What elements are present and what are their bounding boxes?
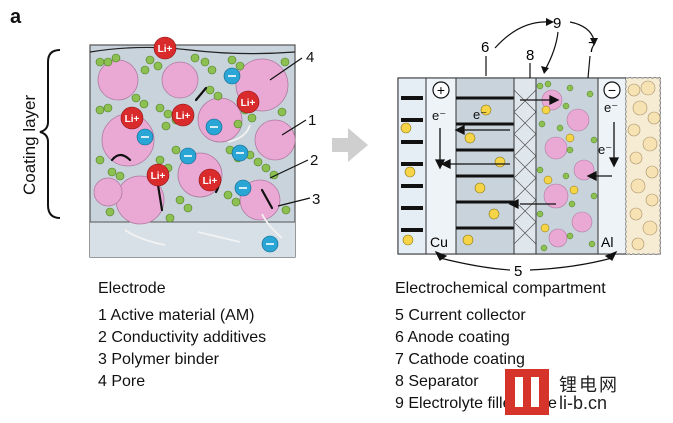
electrode-legend: 1 Active material (AM) 2 Conductivity ad… — [98, 305, 266, 393]
coating-brace — [39, 49, 61, 219]
legend-item: 1 Active material (AM) — [98, 307, 255, 324]
lithium-ions — [120, 36, 260, 192]
electrochemical-cell: + − e⁻ e⁻ e⁻ e⁻ Cu Al — [397, 15, 661, 280]
li-ion-label: Li+ — [151, 171, 166, 182]
callout-4: 4 — [306, 49, 314, 66]
panel-label: a — [10, 6, 22, 28]
watermark-url: li-b.cn — [559, 393, 608, 413]
cu-label: Cu — [430, 234, 448, 250]
separator — [513, 77, 537, 255]
watermark-logo-icon — [505, 369, 549, 415]
legend-item: 3 Polymer binder — [98, 351, 219, 368]
polymer-binder — [110, 86, 274, 212]
battery-schematic: Li+ Li+ Li+ Li+ Li+ Li+ 4 1 2 3 — [39, 15, 661, 280]
callout-7: 7 — [588, 39, 596, 56]
legend-item: 7 Cathode coating — [395, 351, 525, 368]
callout-8: 8 — [526, 47, 534, 64]
li-ion-label: Li+ — [176, 111, 191, 122]
conductivity-additives — [95, 53, 291, 223]
electron-label: e⁻ — [432, 108, 446, 123]
watermark: 锂电网 li-b.cn — [505, 369, 665, 417]
electrode-box: Li+ Li+ Li+ Li+ Li+ Li+ — [89, 36, 296, 258]
active-material-particles — [93, 58, 296, 225]
minus-sign: − — [608, 82, 616, 98]
li-ion-label: Li+ — [158, 44, 173, 55]
electrons — [136, 67, 279, 253]
transition-arrow — [332, 128, 368, 162]
li-ion-label: Li+ — [125, 114, 140, 125]
li-ion-label: Li+ — [203, 176, 218, 187]
callout-6: 6 — [481, 39, 489, 56]
callout-9: 9 — [553, 15, 561, 32]
electrode-title: Electrode — [98, 280, 166, 297]
electron-label: e⁻ — [598, 142, 612, 157]
electron-label: e⁻ — [604, 100, 618, 115]
legend-item: 5 Current collector — [395, 307, 526, 324]
electron-label: e⁻ — [473, 107, 487, 122]
legend-item: 4 Pore — [98, 373, 146, 390]
compartment-title: Electrochemical compartment — [395, 280, 606, 297]
callout-3: 3 — [312, 191, 320, 208]
plus-sign: + — [437, 82, 445, 98]
callout-1: 1 — [308, 112, 316, 129]
legend-item: 8 Separator — [395, 373, 479, 390]
li-ion-label: Li+ — [241, 98, 256, 109]
callout-5: 5 — [514, 263, 522, 280]
callout-2: 2 — [310, 152, 318, 169]
al-label: Al — [601, 234, 613, 250]
watermark-cn: 锂电网 — [559, 375, 619, 396]
ion-path-arrows — [124, 124, 283, 246]
legend-item: 6 Anode coating — [395, 329, 510, 346]
legend-item: 2 Conductivity additives — [98, 329, 267, 346]
